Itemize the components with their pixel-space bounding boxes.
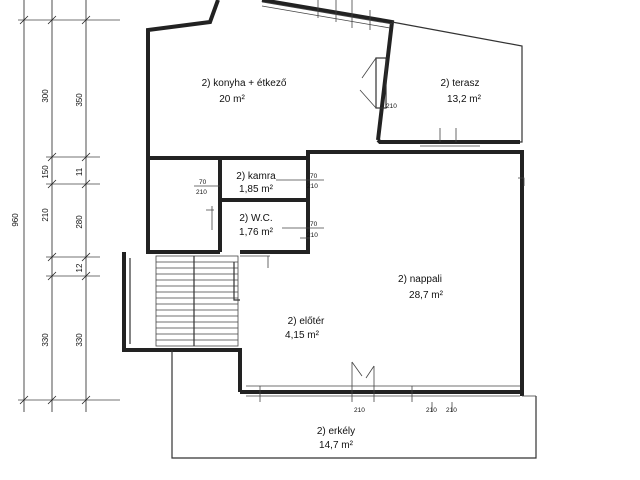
room-wc-area: 1,76 m² [239,227,274,238]
balcony-outline [171,350,537,459]
dim-ticks [19,15,91,405]
door-annotations: 70 210 70 210 70 210 210 210 210 210 [194,103,457,414]
door-swing-bottom [351,361,375,379]
door-height-terrace: 210 [386,103,397,110]
door-height-bottom-b: 210 [426,407,437,414]
door-height-wc: 210 [307,232,318,239]
room-konyha-name: 2) konyha + étkező [202,78,287,89]
room-erkely-area: 14,7 m² [319,440,354,451]
room-labels: 2) konyha + étkező 20 m² 2) terasz 13,2 … [202,78,482,451]
dim-outer-3: 210 [41,208,50,222]
window-kitchen-top [261,1,393,29]
dim-inner-2: 11 [75,167,84,176]
room-wc-name: 2) W.C. [239,213,272,224]
door-height-kamra-right: 210 [307,183,318,190]
window-living-bottom [246,385,520,397]
wall-terrace-bottom [376,138,520,144]
room-terasz-name: 2) terasz [441,78,480,89]
door-height-bottom-c: 210 [446,407,457,414]
stair-treads [156,261,238,341]
door-width-kamra-right: 70 [310,173,318,180]
wall-mark [518,177,525,186]
door-height-kamra-left: 210 [196,189,207,196]
dim-inner-1: 350 [75,93,84,107]
room-erkely-name: 2) erkély [317,426,355,437]
wall-kitchen-bottom [148,150,378,160]
walls [122,0,537,459]
room-kamra-name: 2) kamra [236,171,276,182]
door-width-wc: 70 [310,221,318,228]
room-nappali-name: 2) nappali [398,274,442,285]
wall-kitchen-left [146,0,220,158]
room-eloter-area: 4,15 m² [285,330,320,341]
wall-wc-right [240,158,310,254]
wall-stair [122,252,242,392]
dim-inner-3: 280 [75,215,84,229]
window-mullions-bottom [259,362,453,412]
door-swing [359,57,377,109]
staircase [155,255,240,347]
wall-living-right [376,150,524,396]
dim-inner-4: 12 [75,263,84,272]
door-width-kamra-left: 70 [199,179,207,186]
door-height-bottom-a: 210 [354,407,365,414]
stair-arrow [233,262,240,301]
terrace-rail [420,128,480,147]
window-mullions [317,0,371,30]
openings [206,0,525,412]
stair-box [155,255,239,347]
room-eloter-name: 2) előtér [288,316,325,327]
dimension-chain: 960 300 150 210 330 350 11 280 12 330 [11,0,120,412]
dim-outer-1: 300 [41,89,50,103]
dim-outer-4: 330 [41,333,50,347]
misc-marks [240,237,310,268]
room-terasz-area: 13,2 m² [447,94,482,105]
room-kamra-area: 1,85 m² [239,184,274,195]
dim-total: 960 [11,213,20,227]
room-konyha-area: 20 m² [219,94,245,105]
dim-inner-5: 330 [75,333,84,347]
terrace-door-frame [375,57,387,109]
wc-door [206,206,214,230]
dim-outer-2: 150 [41,165,50,179]
room-nappali-area: 28,7 m² [409,290,444,301]
wall-service-left [146,158,220,254]
